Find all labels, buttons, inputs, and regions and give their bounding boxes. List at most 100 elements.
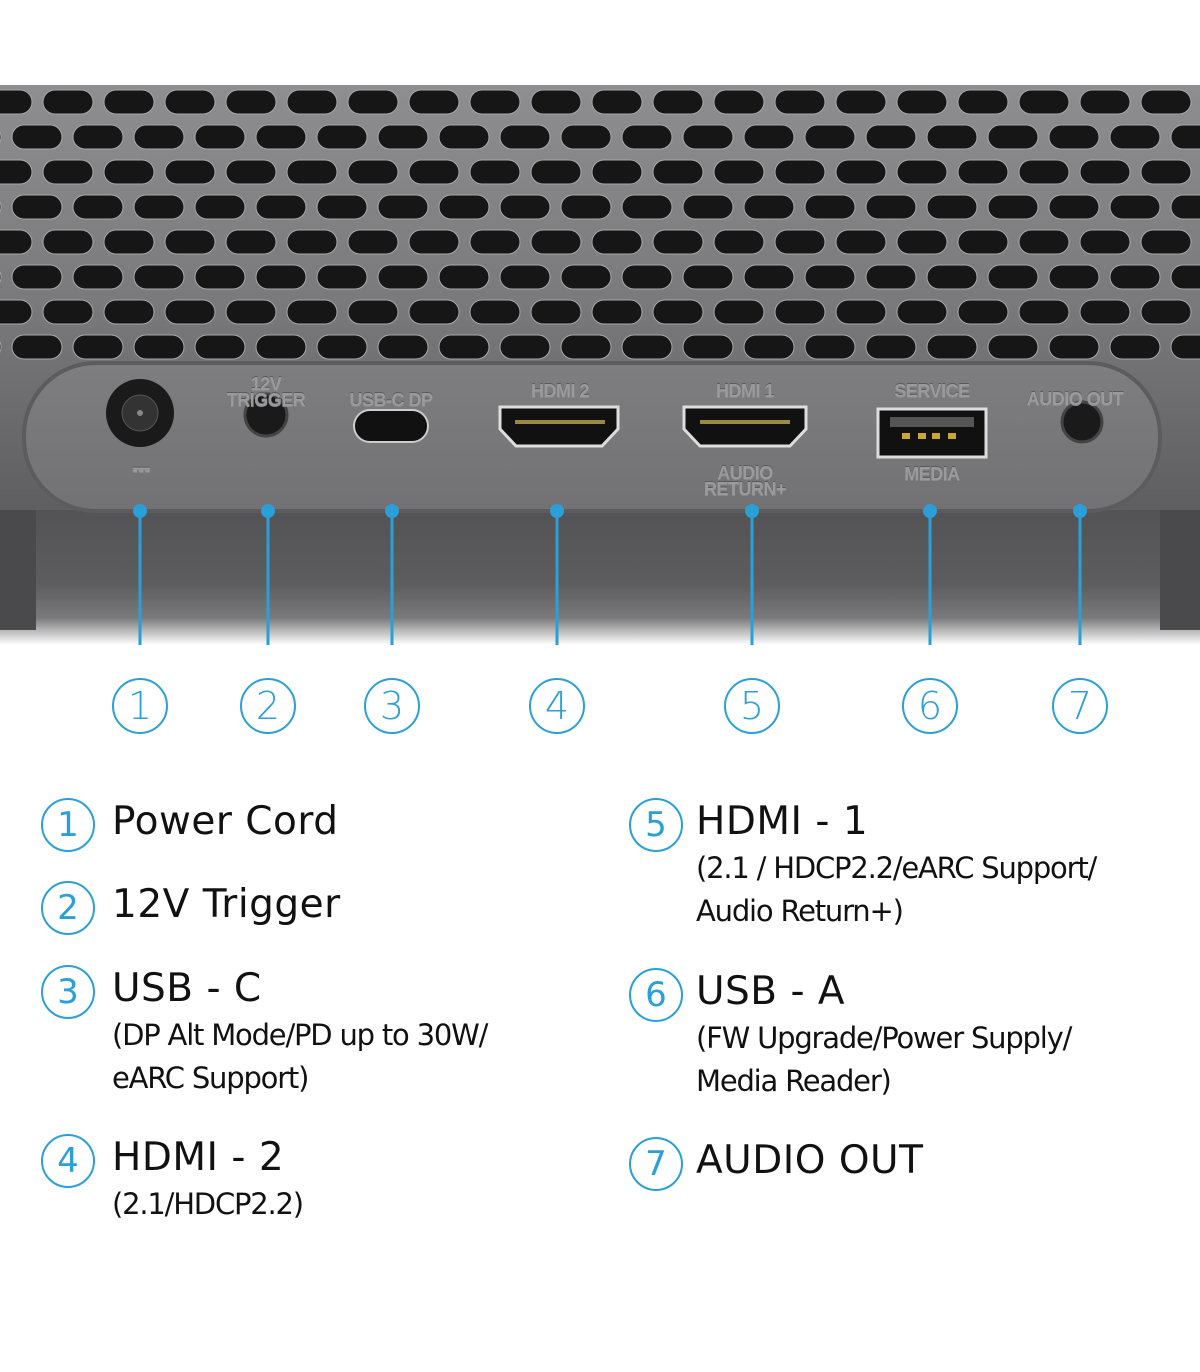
hdmi2-port <box>498 405 620 448</box>
vent-hole <box>804 264 856 290</box>
vent-hole <box>682 334 734 360</box>
audio-out-jack <box>1060 400 1104 444</box>
vent-grille <box>0 89 1200 360</box>
vent-hole <box>408 229 460 255</box>
vent-hole <box>499 124 551 150</box>
vent-hole <box>926 124 978 150</box>
vent-hole <box>1079 159 1131 185</box>
vent-hole <box>896 229 948 255</box>
callout-3: 3 <box>364 678 420 734</box>
vent-hole <box>530 89 582 115</box>
vent-hole <box>896 159 948 185</box>
vent-hole <box>1170 264 1200 290</box>
vent-hole <box>1140 159 1192 185</box>
vent-hole <box>621 194 673 220</box>
vent-hole <box>621 264 673 290</box>
vent-hole <box>1018 89 1070 115</box>
vent-hole <box>103 159 155 185</box>
legend-detail: Audio Return+) <box>696 894 904 928</box>
leader-dot <box>923 504 937 518</box>
callout-5: 5 <box>724 678 780 734</box>
vent-hole <box>1140 89 1192 115</box>
legend-detail: (DP Alt Mode/PD up to 30W/ <box>112 1018 488 1052</box>
vent-hole <box>164 89 216 115</box>
label-media: MEDIA <box>904 464 960 484</box>
vent-hole <box>11 334 63 360</box>
vent-hole <box>652 159 704 185</box>
vent-hole <box>560 264 612 290</box>
vent-hole <box>896 299 948 325</box>
vent-hole <box>591 299 643 325</box>
vent-hole <box>560 124 612 150</box>
projector-body-illustration <box>0 85 1200 677</box>
vent-hole <box>469 299 521 325</box>
vent-hole <box>987 124 1039 150</box>
vent-hole <box>408 159 460 185</box>
vent-hole <box>1170 334 1200 360</box>
vent-hole <box>438 264 490 290</box>
legend-number: 4 <box>41 1134 95 1188</box>
vent-hole <box>347 159 399 185</box>
vent-hole <box>72 194 124 220</box>
vent-hole <box>103 89 155 115</box>
vent-hole <box>835 89 887 115</box>
vent-hole <box>42 89 94 115</box>
projector-rear-panel: ⎓ 12V TRIGGER USB-C DP HDMI 2 HDMI 1 AUD… <box>0 85 1200 677</box>
vent-hole <box>957 89 1009 115</box>
vent-hole <box>652 89 704 115</box>
vent-hole <box>438 124 490 150</box>
vent-hole <box>804 194 856 220</box>
vent-hole <box>133 194 185 220</box>
vent-hole <box>225 89 277 115</box>
vent-hole <box>11 194 63 220</box>
vent-hole <box>1170 124 1200 150</box>
vent-hole <box>0 229 33 255</box>
vent-hole <box>103 229 155 255</box>
hdmi1-port <box>682 405 808 448</box>
label-audio-out: AUDIO OUT <box>1026 389 1124 409</box>
legend-title: HDMI - 1 <box>696 799 869 844</box>
legend-title: AUDIO OUT <box>696 1138 924 1183</box>
vent-hole <box>1109 124 1161 150</box>
vent-hole <box>1109 194 1161 220</box>
vent-hole <box>408 299 460 325</box>
vent-hole <box>469 89 521 115</box>
vent-hole <box>377 264 429 290</box>
vent-hole <box>377 194 429 220</box>
vent-hole <box>926 194 978 220</box>
vent-hole <box>438 334 490 360</box>
vent-hole <box>0 271 2 283</box>
leader-dot <box>261 504 275 518</box>
vent-hole <box>1170 194 1200 220</box>
legend-number: 7 <box>629 1137 683 1191</box>
vent-hole <box>408 89 460 115</box>
right-foot <box>1160 510 1200 630</box>
vent-hole <box>194 194 246 220</box>
vent-hole <box>255 264 307 290</box>
vent-hole <box>469 229 521 255</box>
leader-dot <box>550 504 564 518</box>
legend-number: 6 <box>629 968 683 1022</box>
legend-title: 12V Trigger <box>112 882 341 927</box>
vent-hole <box>896 89 948 115</box>
vent-hole <box>957 159 1009 185</box>
vent-hole <box>560 194 612 220</box>
vent-hole <box>621 334 673 360</box>
vent-hole <box>347 89 399 115</box>
vent-hole <box>347 229 399 255</box>
vent-hole <box>255 194 307 220</box>
vent-hole <box>682 124 734 150</box>
label-audio-return: AUDIO RETURN+ <box>703 463 787 499</box>
vent-hole <box>469 159 521 185</box>
label-service: SERVICE <box>894 381 970 401</box>
label-hdmi1: HDMI 1 <box>715 381 775 401</box>
vent-hole <box>225 299 277 325</box>
vent-hole <box>835 159 887 185</box>
vent-hole <box>11 264 63 290</box>
vent-hole <box>1048 194 1100 220</box>
vent-hole <box>164 159 216 185</box>
vent-hole <box>72 334 124 360</box>
vent-hole <box>0 299 33 325</box>
vent-hole <box>682 264 734 290</box>
vent-hole <box>835 229 887 255</box>
